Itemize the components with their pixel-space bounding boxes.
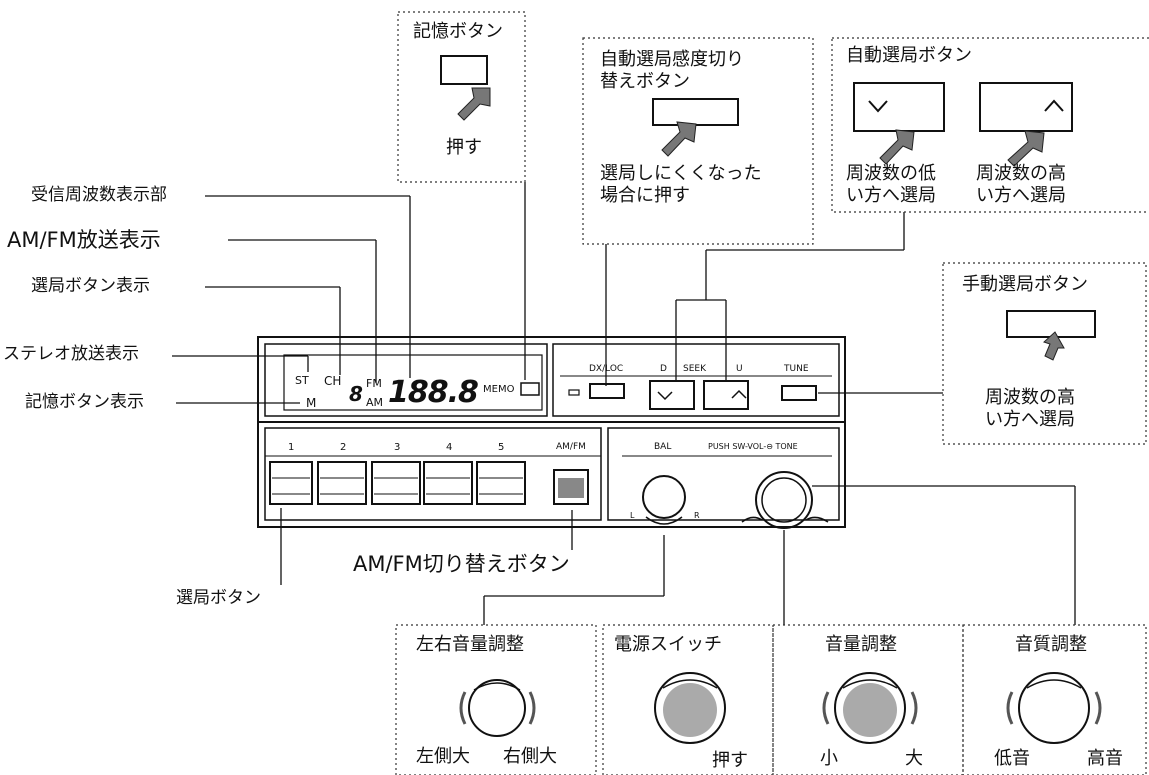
memory-callout-title: 記憶ボタン [413,21,503,42]
tune-callout-desc-1: 周波数の高 [985,387,1075,408]
balance-right-label: 右側大 [503,746,557,767]
push-sw-vol-tone-label: PUSH SW-VOL-⊖ TONE [708,442,798,451]
memory-indicator-label: 記憶ボタン表示 [25,392,144,412]
tone-callout-title: 音質調整 [1015,634,1087,655]
balance-r-label: R [694,511,700,520]
dxloc-callout-desc-1: 選局しにくくなった [600,163,762,184]
dxloc-callout-desc-2: 場合に押す [600,185,690,206]
amfm-button-hatch [558,478,584,498]
balance-callout-title: 左右音量調整 [416,634,524,655]
preset-indicator-label: 選局ボタン表示 [31,276,150,296]
volume-callout-title: 音量調整 [825,634,897,655]
memory-callout-action: 押す [446,137,482,158]
tone-low-label: 低音 [994,748,1030,769]
volume-high-label: 大 [905,748,923,769]
seek-down-desc-1: 周波数の低 [846,163,936,184]
seek-d-label: D [660,364,667,374]
seek-up-desc-1: 周波数の高 [976,163,1066,184]
ch-indicator: CH [324,374,342,388]
balance-left-label: 左側大 [416,746,470,767]
seek-down-desc-2: い方へ選局 [846,185,936,206]
frequency-readout: 188.8 [388,375,479,410]
preset-2-label: 2 [340,442,347,453]
seek-callout-title: 自動選局ボタン [846,45,972,66]
am-indicator: AM [366,396,384,409]
preset-5-label: 5 [498,442,505,453]
m-indicator: M [306,396,317,410]
dxloc-panel-label: DX/LOC [589,364,624,374]
balance-l-label: L [630,511,635,520]
freq-display-label: 受信周波数表示部 [31,185,167,205]
dxloc-callout-title-2: 替えボタン [600,71,690,92]
power-callout-title: 電源スイッチ [614,634,722,655]
st-indicator: ST [295,374,309,387]
seek-up-desc-2: い方へ選局 [976,185,1066,206]
tune-callout-desc-2: い方へ選局 [985,409,1075,430]
dxloc-callout-title-1: 自動選局感度切り [600,49,744,70]
bal-label: BAL [654,442,672,452]
volume-low-label: 小 [820,748,838,769]
fm-indicator: FM [366,377,382,390]
preset-buttons-label: 選局ボタン [176,588,261,608]
ch-digit: 8 [349,382,363,406]
stereo-indicator-label: ステレオ放送表示 [3,344,139,364]
preset-4-label: 4 [446,442,453,453]
tune-panel-label: TUNE [784,364,809,374]
preset-1-label: 1 [288,442,295,453]
seek-u-label: U [736,364,743,374]
tone-high-label: 高音 [1087,748,1123,769]
amfm-switch-label: AM/FM切り替えボタン [353,552,570,576]
amfm-panel-label: AM/FM [556,442,586,452]
amfm-indicator-label: AM/FM放送表示 [7,228,161,252]
power-action-label: 押す [712,750,748,771]
seek-panel-label: SEEK [683,364,706,374]
memo-label: MEMO [483,384,515,395]
preset-3-label: 3 [394,442,401,453]
tune-callout-title: 手動選局ボタン [962,274,1088,295]
